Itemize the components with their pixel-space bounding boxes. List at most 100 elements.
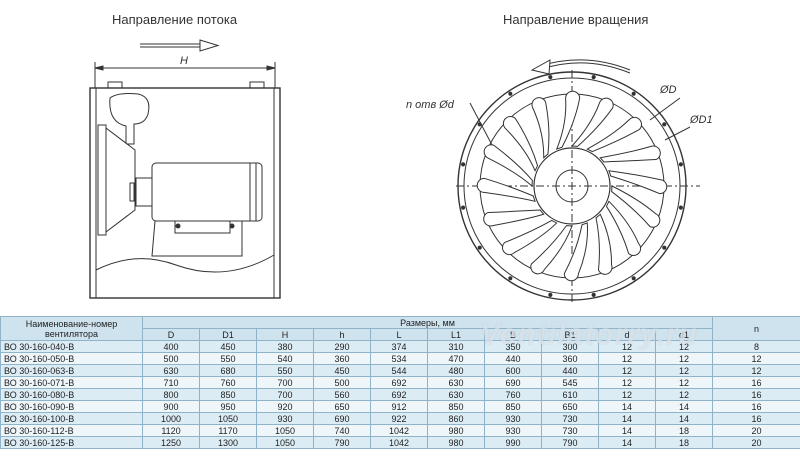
size-cell-d: 800 xyxy=(142,388,200,401)
hole-count-cell: 12 xyxy=(712,364,800,377)
size-cell-d1: 550 xyxy=(199,352,257,365)
flange-hole xyxy=(678,205,683,210)
impeller-blade xyxy=(595,213,613,275)
size-cell-h: 700 xyxy=(256,376,314,389)
size-cell-l: 1042 xyxy=(370,436,428,449)
size-cell-h: 650 xyxy=(313,400,371,413)
size-cell-d1: 850 xyxy=(199,388,257,401)
size-cell-d1: 14 xyxy=(655,412,713,425)
column-header-h: H xyxy=(256,328,314,341)
impeller-blade xyxy=(502,219,558,256)
size-cell-h: 740 xyxy=(313,424,371,437)
size-cell-d1: 12 xyxy=(655,388,713,401)
size-cell-d1: 1050 xyxy=(199,412,257,425)
column-header-l: L xyxy=(370,328,428,341)
size-cell-l1: 310 xyxy=(427,340,485,353)
size-cell-b: 690 xyxy=(484,376,542,389)
size-cell-h: 690 xyxy=(313,412,371,425)
size-cell-d: 900 xyxy=(142,400,200,413)
dimension-d1-label: ØD1 xyxy=(690,114,713,126)
size-cell-h: 380 xyxy=(256,340,314,353)
flow-arrow-icon xyxy=(140,39,220,52)
size-cell-l: 912 xyxy=(370,400,428,413)
table-header-row: Наименование-номер вентилятора Размеры, … xyxy=(0,316,800,341)
sizes-group-header: Размеры, мм xyxy=(142,316,713,329)
size-cell-l1: 630 xyxy=(427,388,485,401)
size-cell-b1: 790 xyxy=(541,436,599,449)
hole-count-cell: 16 xyxy=(712,400,800,413)
size-cell-b1: 440 xyxy=(541,364,599,377)
size-cell-d: 14 xyxy=(598,400,656,413)
size-cell-h: 500 xyxy=(313,376,371,389)
impeller-blade xyxy=(531,97,550,159)
dimension-d-label: ØD xyxy=(660,84,677,96)
impeller-blade xyxy=(608,170,668,195)
size-cell-l1: 470 xyxy=(427,352,485,365)
size-cell-l1: 980 xyxy=(427,436,485,449)
impeller-blade xyxy=(483,209,545,227)
model-name-cell: ВО 30-160-063-В xyxy=(0,364,143,377)
impeller-blade xyxy=(605,200,642,256)
holes-label: n отв Ød xyxy=(406,99,454,111)
column-header-b: B xyxy=(484,328,542,341)
model-name-cell: ВО 30-160-040-В xyxy=(0,340,143,353)
size-cell-d: 12 xyxy=(598,352,656,365)
impeller-blade xyxy=(476,177,536,202)
size-cell-d1: 12 xyxy=(655,340,713,353)
flange-hole xyxy=(631,276,636,281)
model-name-cell: ВО 30-160-100-В xyxy=(0,412,143,425)
size-cell-h: 560 xyxy=(313,388,371,401)
size-cell-l1: 850 xyxy=(427,400,485,413)
size-cell-d: 12 xyxy=(598,388,656,401)
column-header-d: D xyxy=(142,328,200,341)
flange-hole xyxy=(508,91,513,96)
size-cell-h: 290 xyxy=(313,340,371,353)
flange-hole xyxy=(662,122,667,127)
size-cell-l: 544 xyxy=(370,364,428,377)
size-cell-l1: 480 xyxy=(427,364,485,377)
size-cell-b1: 730 xyxy=(541,424,599,437)
flange-hole xyxy=(591,75,596,80)
size-cell-h: 930 xyxy=(256,412,314,425)
hole-count-cell: 20 xyxy=(712,424,800,437)
size-cell-b: 930 xyxy=(484,424,542,437)
rotation-direction-label: Направление вращения xyxy=(503,12,649,27)
hole-count-cell: 12 xyxy=(712,352,800,365)
impeller-blade xyxy=(502,116,539,172)
impeller-blade xyxy=(563,222,589,282)
size-cell-h: 540 xyxy=(256,352,314,365)
size-cell-b: 930 xyxy=(484,412,542,425)
size-cell-b1: 360 xyxy=(541,352,599,365)
flange-hole xyxy=(477,245,482,250)
model-name-cell: ВО 30-160-050-В xyxy=(0,352,143,365)
flange-hole xyxy=(631,91,636,96)
flange-hole xyxy=(548,75,553,80)
size-cell-b: 350 xyxy=(484,340,542,353)
size-cell-d: 630 xyxy=(142,364,200,377)
size-cell-h: 360 xyxy=(313,352,371,365)
size-cell-d1: 1300 xyxy=(199,436,257,449)
size-cell-d1: 450 xyxy=(199,340,257,353)
size-cell-d1: 18 xyxy=(655,436,713,449)
size-cell-d1: 950 xyxy=(199,400,257,413)
size-cell-l1: 860 xyxy=(427,412,485,425)
column-header-h: h xyxy=(313,328,371,341)
size-cell-d: 1250 xyxy=(142,436,200,449)
size-cell-b: 990 xyxy=(484,436,542,449)
dimensions-table: Наименование-номер вентилятора Размеры, … xyxy=(0,316,800,449)
dimension-h-line xyxy=(94,62,276,88)
size-cell-d1: 12 xyxy=(655,352,713,365)
impeller-blade xyxy=(555,90,581,150)
size-cell-h: 790 xyxy=(313,436,371,449)
impeller-blade xyxy=(599,145,661,163)
size-cell-d: 12 xyxy=(598,364,656,377)
model-name-cell: ВО 30-160-071-В xyxy=(0,376,143,389)
size-cell-b: 760 xyxy=(484,388,542,401)
column-header-d1: D1 xyxy=(199,328,257,341)
dimension-h-label: H xyxy=(180,55,188,67)
